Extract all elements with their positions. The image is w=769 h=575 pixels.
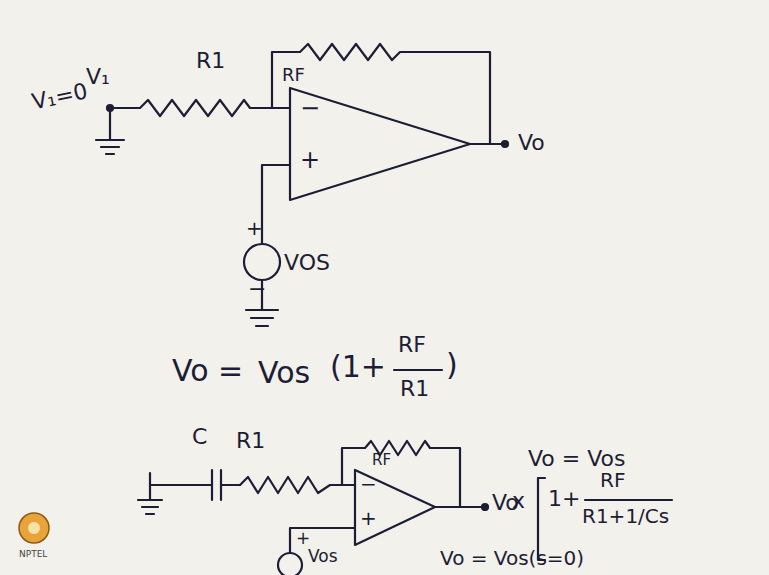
feedback-resistor xyxy=(342,441,460,507)
circuit-label: R1 xyxy=(400,378,429,400)
circuit-label: Vo = xyxy=(172,356,243,386)
feedback-resistor xyxy=(272,44,490,144)
circuit-label: V₁=0 xyxy=(30,80,90,113)
circuit-label: RF xyxy=(600,470,625,490)
wire xyxy=(262,165,290,244)
circuit-label: − xyxy=(248,278,266,300)
circuit-label: R1+1/Cs xyxy=(582,506,669,526)
ground-symbol xyxy=(138,473,162,514)
circuit-label: Vos xyxy=(258,358,310,388)
circuit-label: C xyxy=(192,426,207,448)
output-wire xyxy=(435,506,485,508)
circuit-label: + xyxy=(360,508,377,528)
logo-emblem xyxy=(19,513,49,543)
circuit-label: 1+ xyxy=(548,488,580,510)
resistor-symbol xyxy=(240,477,355,493)
fraction-bar xyxy=(585,499,672,501)
node-dot xyxy=(502,141,508,147)
resistor-symbol xyxy=(110,100,290,116)
circuit-label: Vo = Vos(s=0) xyxy=(440,548,584,568)
circuit-label: Vo xyxy=(518,132,545,154)
circuit-label: + xyxy=(246,218,263,238)
circuit-label: x xyxy=(512,490,525,512)
circuit-label: + xyxy=(296,530,310,547)
voltage-source xyxy=(278,553,302,575)
capacitor-symbol xyxy=(150,470,240,500)
voltage-source xyxy=(244,244,280,280)
circuit-label: RF xyxy=(372,453,391,468)
node-dot xyxy=(482,504,488,510)
circuit-label: Vos xyxy=(308,548,338,565)
circuit-label: Vo = Vos xyxy=(528,448,626,470)
circuit-label: + xyxy=(300,148,320,172)
output-wire xyxy=(470,143,505,145)
logo-emblem xyxy=(28,522,40,534)
circuit-label: − xyxy=(300,96,320,120)
circuit-label: R1 xyxy=(196,50,225,72)
ground-symbol xyxy=(96,108,124,154)
logo-text: NPTEL xyxy=(19,550,47,559)
opamp-symbol xyxy=(355,470,435,545)
circuit-label: (1+ xyxy=(330,352,386,382)
opamp-symbol xyxy=(290,88,470,200)
fraction-bar xyxy=(394,369,442,371)
circuit-label: − xyxy=(360,474,377,494)
circuit-label: RF xyxy=(282,66,305,84)
circuit-label: R1 xyxy=(236,430,265,452)
circuit-label: RF xyxy=(398,334,426,356)
circuit-label: ) xyxy=(446,350,458,380)
circuit-label: VOS xyxy=(284,252,330,274)
circuit-label: V₁ xyxy=(86,66,110,88)
